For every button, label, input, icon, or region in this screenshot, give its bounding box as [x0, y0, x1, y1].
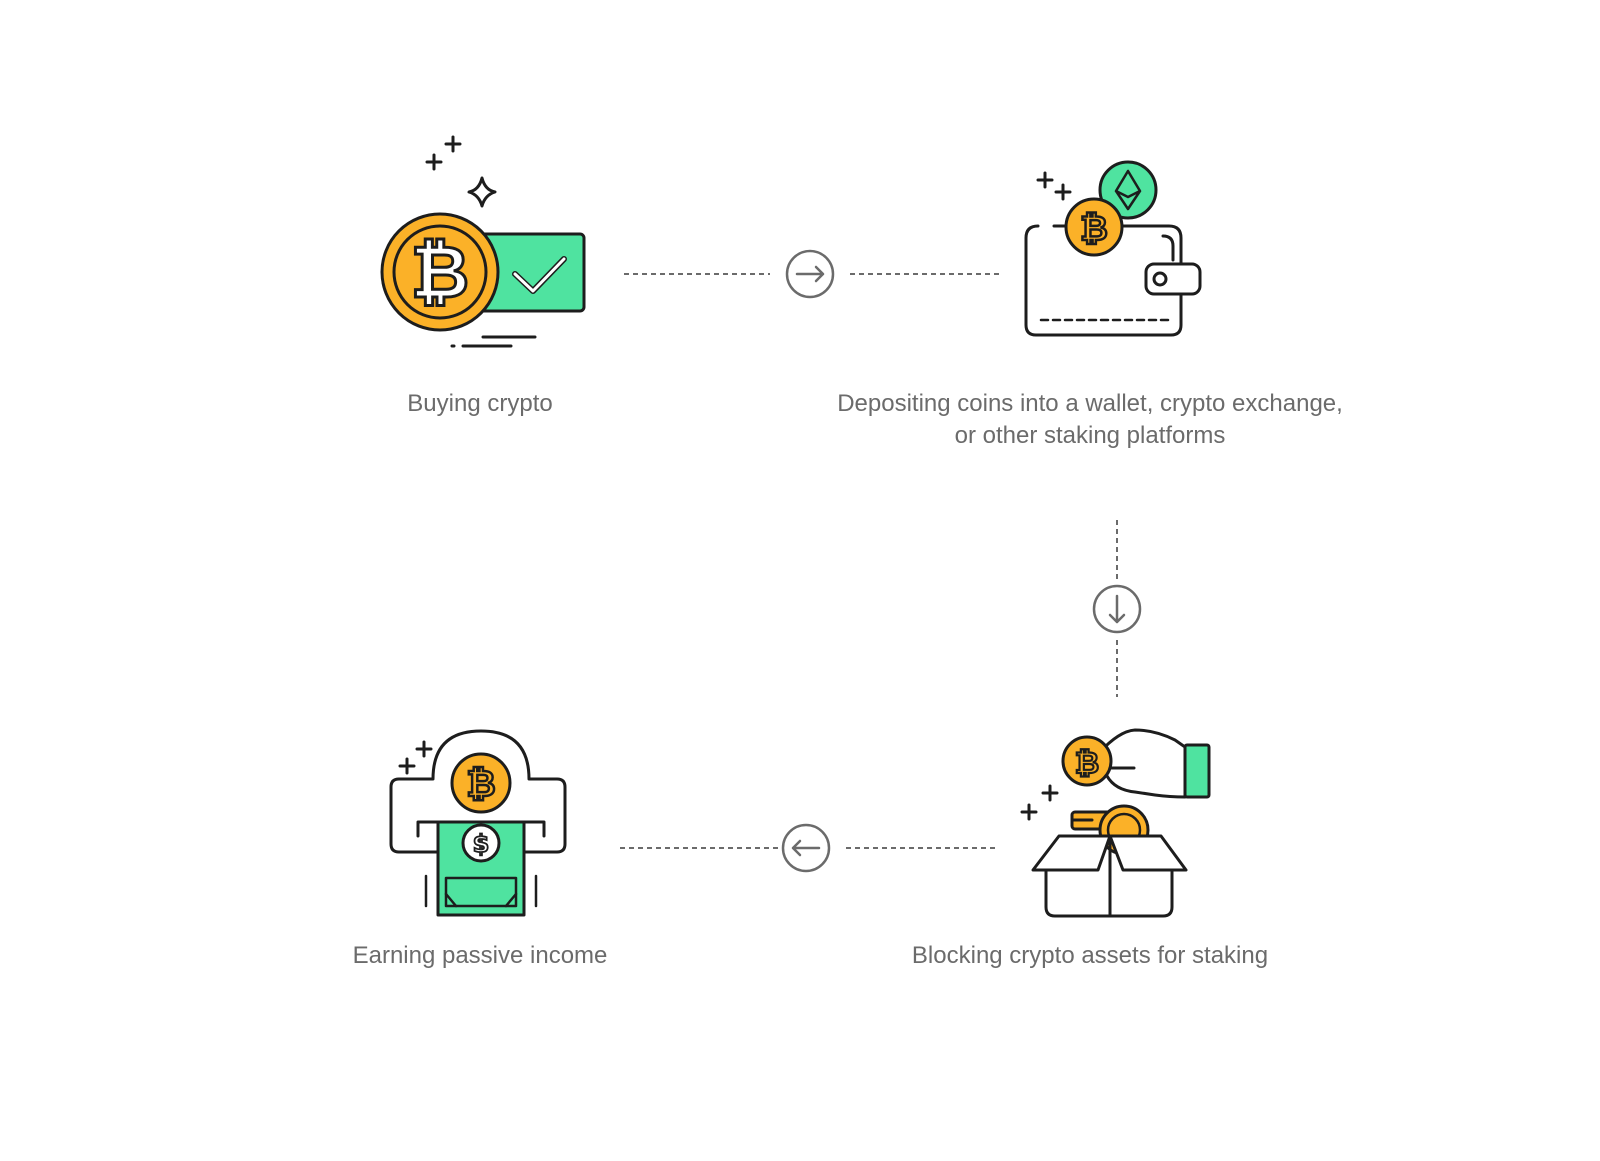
connector-right — [624, 249, 1003, 299]
bitcoin-coin — [1064, 197, 1124, 257]
wallet-clasp — [1144, 262, 1202, 296]
ethereum-symbol-icon — [1114, 169, 1142, 211]
sparkle-star-icon — [467, 176, 497, 208]
step-label-text: Blocking crypto assets for staking — [911, 942, 1269, 969]
bitcoin-coin — [1061, 735, 1113, 787]
step-label-line-1: Depositing coins into a wallet, crypto e… — [837, 390, 1343, 417]
bitcoin-symbol: ₿ — [411, 230, 470, 314]
step-label-text: Earning passive income — [352, 942, 608, 969]
ethereum-coin — [1098, 160, 1158, 220]
arrow-right-icon — [785, 249, 835, 299]
bitcoin-coin — [450, 752, 512, 814]
wallet-body — [1024, 224, 1183, 337]
bitcoin-symbol: ₿ — [466, 764, 495, 805]
wallet-coins-icon — [1024, 160, 1202, 337]
sparkle-plus-icon — [1036, 171, 1072, 201]
box-lid — [1031, 834, 1188, 872]
sparkle-plus-icon — [1020, 784, 1059, 821]
arrow-left-icon — [781, 823, 831, 873]
step-label-buying-crypto: Buying crypto — [330, 388, 630, 420]
step-label-line-2: or other staking platforms — [954, 422, 1226, 449]
bitcoin-symbol: ₿ — [1080, 209, 1108, 249]
sleeve-cuff — [1183, 743, 1211, 799]
sparkle-plus-icon — [425, 135, 462, 171]
step-label-earning-income: Earning passive income — [300, 940, 660, 972]
hand-coin-box-icon — [1020, 728, 1211, 918]
dollar-badge — [461, 823, 501, 863]
bitcoin-coin-check-icon — [380, 135, 586, 348]
connector-down — [1092, 520, 1142, 697]
atm-cash-icon — [389, 729, 567, 917]
step-label-depositing-coins: Depositing coins into a wallet, crypto e… — [800, 388, 1380, 452]
step-label-text: Buying crypto — [407, 390, 553, 417]
dollar-symbol: $ — [473, 830, 490, 858]
arrow-down-icon — [1092, 584, 1142, 634]
connector-left — [620, 823, 999, 873]
bitcoin-symbol: ₿ — [1075, 746, 1099, 781]
sparkle-plus-icon — [398, 740, 433, 775]
step-label-blocking-crypto: Blocking crypto assets for staking — [860, 940, 1320, 972]
